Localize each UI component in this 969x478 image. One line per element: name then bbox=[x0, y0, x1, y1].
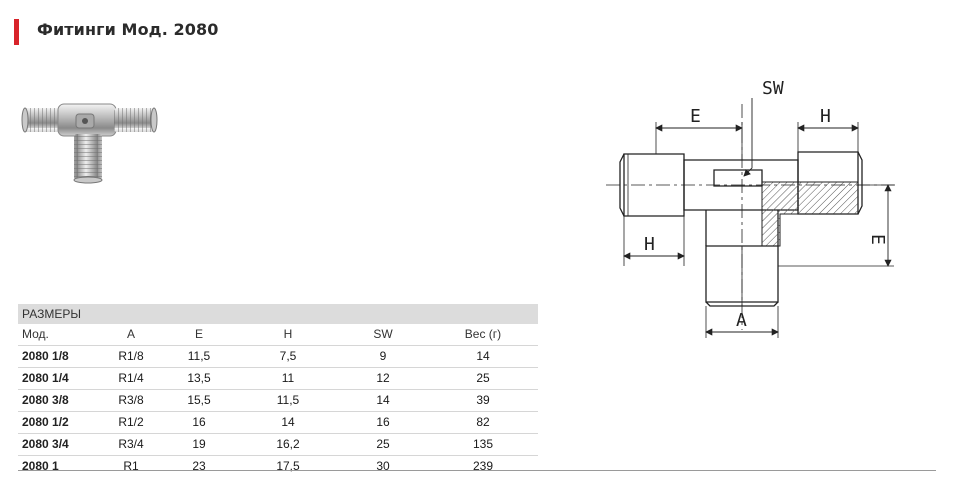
cell-h: 7,5 bbox=[279, 349, 297, 363]
dimensions-table: РАЗМЕРЫ Мод. A E H SW Вес (г) 2080 1/8 R… bbox=[18, 304, 538, 477]
cell-a: R3/4 bbox=[118, 437, 144, 451]
table-section-title: РАЗМЕРЫ bbox=[18, 304, 538, 324]
title-accent-bar bbox=[14, 19, 19, 45]
cell-sw: 14 bbox=[376, 393, 390, 407]
table-row: 2080 1/4 R1/4 13,5 11 12 25 bbox=[18, 368, 538, 390]
cell-h: 11,5 bbox=[276, 393, 300, 407]
label-e-right: E bbox=[867, 234, 888, 245]
table-row: 2080 3/8 R3/8 15,5 11,5 14 39 bbox=[18, 390, 538, 412]
cell-h: 14 bbox=[281, 415, 295, 429]
label-h-top: H bbox=[820, 106, 831, 127]
tee-fitting-photo bbox=[21, 103, 158, 184]
cell-weight: 14 bbox=[476, 349, 490, 363]
cell-sw: 25 bbox=[376, 437, 390, 451]
page-title: Фитинги Мод. 2080 bbox=[37, 20, 219, 39]
technical-drawing: SW E H H A E bbox=[606, 78, 898, 338]
cell-model: 2080 3/8 bbox=[22, 393, 69, 407]
column-header-h: H bbox=[283, 327, 293, 341]
cell-weight: 25 bbox=[476, 371, 490, 385]
label-sw: SW bbox=[762, 78, 784, 99]
table-row: 2080 1 R1 23 17,5 30 239 bbox=[18, 456, 538, 477]
cell-e: 16 bbox=[192, 415, 206, 429]
label-h-left: H bbox=[644, 234, 655, 255]
cell-a: R1/4 bbox=[118, 371, 144, 385]
cell-model: 2080 1/4 bbox=[22, 371, 69, 385]
cell-a: R3/8 bbox=[118, 393, 144, 407]
cell-e: 11,5 bbox=[187, 349, 211, 363]
cell-e: 13,5 bbox=[187, 371, 211, 385]
cell-model: 2080 1 bbox=[22, 459, 59, 473]
cell-sw: 9 bbox=[379, 349, 387, 363]
cell-e: 19 bbox=[192, 437, 206, 451]
cell-e: 23 bbox=[192, 459, 206, 473]
cell-sw: 16 bbox=[376, 415, 390, 429]
cell-weight: 135 bbox=[472, 437, 494, 451]
cell-model: 2080 1/8 bbox=[22, 349, 69, 363]
cell-weight: 39 bbox=[476, 393, 490, 407]
cell-model: 2080 3/4 bbox=[22, 437, 69, 451]
table-row: 2080 3/4 R3/4 19 16,2 25 135 bbox=[18, 434, 538, 456]
column-header-sw: SW bbox=[373, 327, 393, 341]
cell-a: R1 bbox=[123, 459, 139, 473]
cell-a: R1/8 bbox=[118, 349, 144, 363]
label-a-bottom: A bbox=[736, 310, 747, 331]
table-header-row: Мод. A E H SW Вес (г) bbox=[18, 324, 538, 346]
cell-e: 15,5 bbox=[187, 393, 211, 407]
column-header-e: E bbox=[194, 327, 203, 341]
table-row: 2080 1/8 R1/8 11,5 7,5 9 14 bbox=[18, 346, 538, 368]
column-header-weight: Вес (г) bbox=[464, 327, 502, 341]
cell-weight: 239 bbox=[472, 459, 494, 473]
cell-weight: 82 bbox=[476, 415, 490, 429]
table-row: 2080 1/2 R1/2 16 14 16 82 bbox=[18, 412, 538, 434]
column-header-model: Мод. bbox=[22, 327, 49, 341]
cell-h: 17,5 bbox=[276, 459, 300, 473]
bottom-divider bbox=[18, 470, 936, 471]
cell-sw: 12 bbox=[376, 371, 390, 385]
label-e-top: E bbox=[690, 106, 701, 127]
column-header-a: A bbox=[126, 327, 135, 341]
cell-h: 11 bbox=[281, 371, 295, 385]
cell-h: 16,2 bbox=[276, 437, 300, 451]
cell-model: 2080 1/2 bbox=[22, 415, 69, 429]
cell-sw: 30 bbox=[376, 459, 390, 473]
cell-a: R1/2 bbox=[118, 415, 144, 429]
